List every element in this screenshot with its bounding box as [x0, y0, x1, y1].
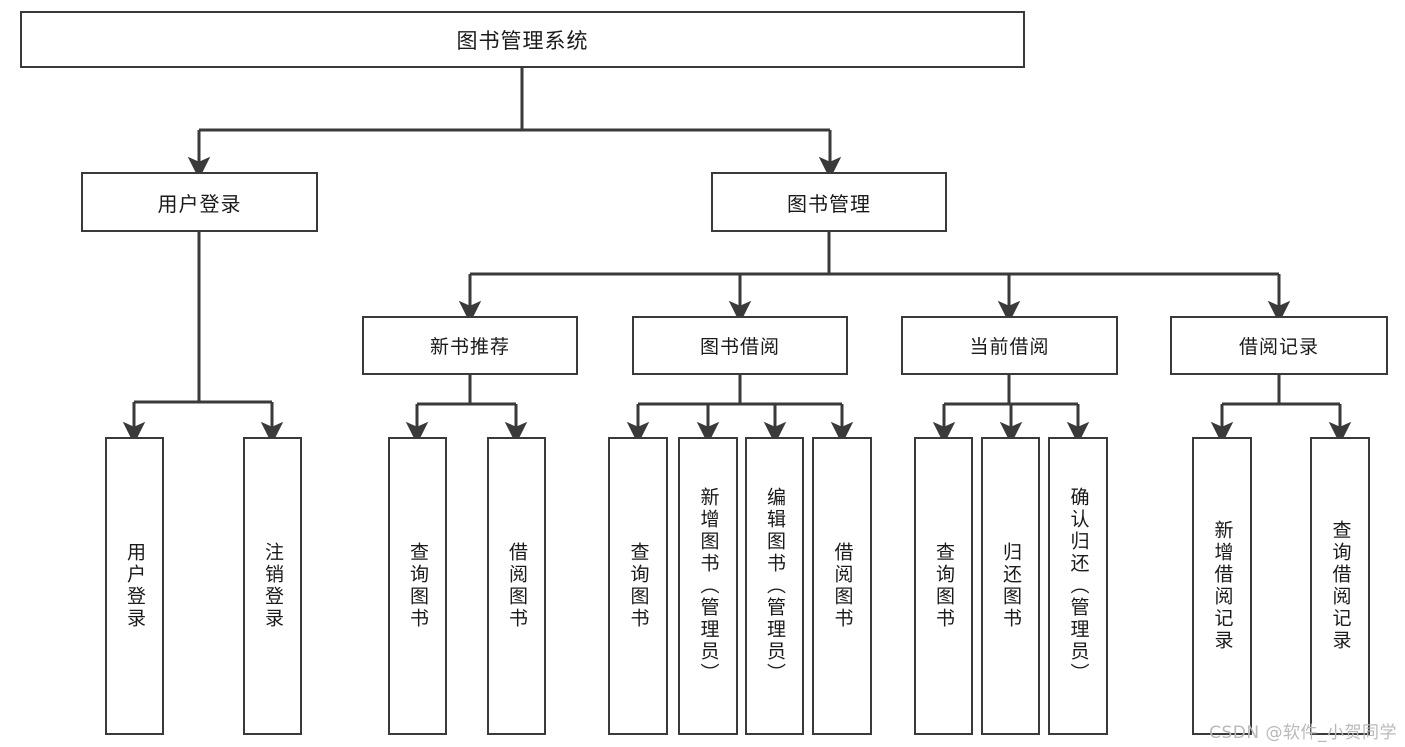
node-leaf-query-borrow-record[interactable]: 查询借阅记录: [1310, 437, 1370, 735]
node-leaf-edit-book[interactable]: 编辑图书（管理员）: [745, 437, 804, 735]
node-leaf-borrow-book-1[interactable]: 借阅图书: [487, 437, 546, 735]
node-leaf-borrow-book-2[interactable]: 借阅图书: [812, 437, 872, 735]
node-current-borrow[interactable]: 当前借阅: [901, 316, 1118, 375]
node-leaf-query-book-2-label: 查询图书: [627, 542, 650, 630]
node-user-login[interactable]: 用户登录: [81, 172, 318, 232]
node-leaf-confirm-return-label: 确认归还（管理员）: [1067, 487, 1090, 685]
node-borrow-record[interactable]: 借阅记录: [1170, 316, 1388, 375]
node-leaf-query-book-1[interactable]: 查询图书: [388, 437, 447, 735]
node-current-borrow-label: 当前借阅: [969, 336, 1050, 358]
node-new-book-recommend[interactable]: 新书推荐: [362, 316, 578, 375]
node-book-management[interactable]: 图书管理: [711, 172, 947, 232]
node-leaf-user-logout[interactable]: 注销登录: [243, 437, 302, 735]
node-leaf-query-book-2[interactable]: 查询图书: [608, 437, 668, 735]
node-leaf-add-borrow-record[interactable]: 新增借阅记录: [1192, 437, 1252, 735]
node-root[interactable]: 图书管理系统: [20, 11, 1025, 68]
node-book-management-label: 图书管理: [787, 191, 871, 216]
node-leaf-user-login-label: 用户登录: [124, 542, 146, 630]
node-leaf-borrow-book-1-label: 借阅图书: [506, 542, 528, 630]
node-leaf-return-book-label: 归还图书: [1000, 542, 1022, 630]
node-leaf-confirm-return[interactable]: 确认归还（管理员）: [1048, 437, 1108, 735]
node-leaf-query-book-1-label: 查询图书: [407, 542, 429, 630]
node-book-borrow-label: 图书借阅: [699, 336, 780, 358]
node-leaf-add-book-label: 新增图书（管理员）: [697, 487, 720, 685]
node-leaf-return-book[interactable]: 归还图书: [981, 437, 1040, 735]
node-leaf-query-book-3[interactable]: 查询图书: [914, 437, 973, 735]
node-leaf-borrow-book-2-label: 借阅图书: [831, 542, 854, 630]
watermark: CSDN @软件_小贺同学: [1209, 723, 1397, 743]
node-leaf-edit-book-label: 编辑图书（管理员）: [764, 487, 786, 685]
node-user-login-label: 用户登录: [157, 191, 242, 216]
node-borrow-record-label: 借阅记录: [1238, 336, 1319, 358]
node-leaf-add-book[interactable]: 新增图书（管理员）: [678, 437, 738, 735]
node-leaf-user-login[interactable]: 用户登录: [105, 437, 164, 735]
node-leaf-user-logout-label: 注销登录: [262, 542, 284, 630]
node-new-book-recommend-label: 新书推荐: [429, 336, 510, 358]
node-leaf-add-borrow-record-label: 新增借阅记录: [1211, 520, 1234, 652]
node-root-label: 图书管理系统: [456, 28, 589, 53]
node-leaf-query-book-3-label: 查询图书: [933, 542, 955, 630]
node-leaf-query-borrow-record-label: 查询借阅记录: [1329, 520, 1352, 652]
node-book-borrow[interactable]: 图书借阅: [632, 316, 848, 375]
